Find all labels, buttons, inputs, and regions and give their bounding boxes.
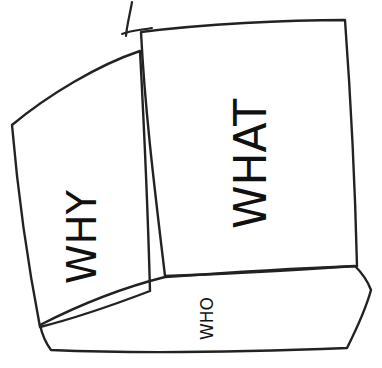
face-label: WHAT bbox=[229, 99, 273, 229]
cube-face: WHO bbox=[35, 262, 375, 357]
face-outline-path bbox=[141, 20, 357, 276]
cube-face: WHAT bbox=[135, 12, 370, 280]
face-outline-path bbox=[40, 266, 371, 352]
face-outline-path bbox=[12, 51, 150, 327]
face-label: WHO bbox=[198, 297, 215, 340]
cube-face: WHY bbox=[8, 45, 158, 335]
face-label: WHY bbox=[62, 190, 102, 284]
